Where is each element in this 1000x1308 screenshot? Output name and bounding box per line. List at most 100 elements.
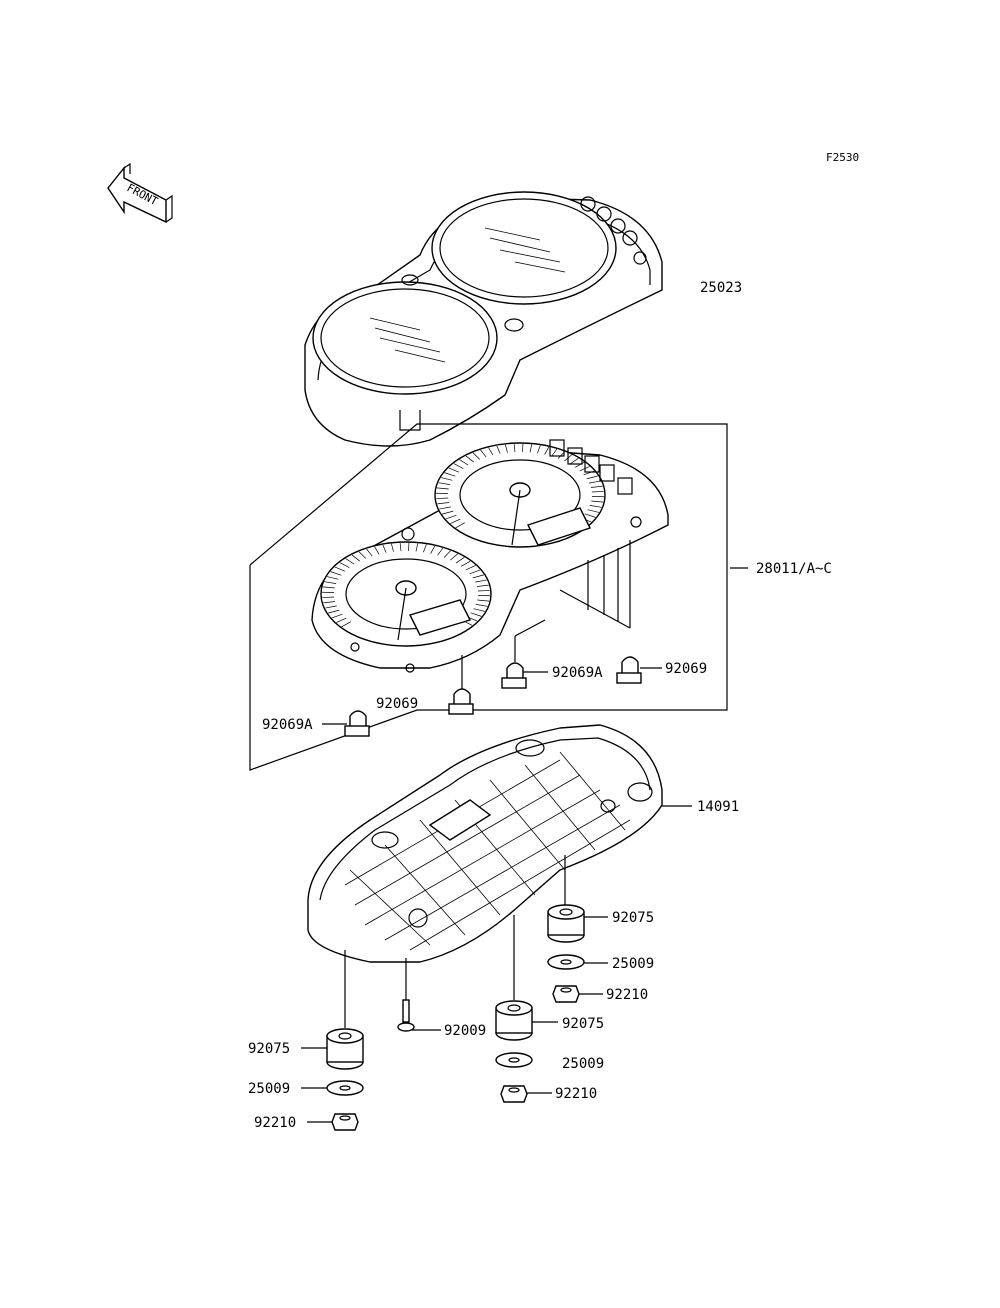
gauge-tick [469, 569, 481, 575]
gauge-tick [477, 599, 490, 602]
meter-case [304, 191, 663, 447]
gauge-tick [391, 543, 394, 552]
gauge-tick [438, 482, 451, 485]
leader-lines [301, 567, 748, 1123]
gauge-tick [591, 491, 604, 493]
label-meter-case: 25023 [700, 280, 742, 296]
gauge-tick [587, 509, 600, 513]
gauge-tick [455, 557, 465, 564]
gauge-tick [460, 560, 471, 567]
gauge-tick [436, 497, 449, 499]
label-nut-center: 92210 [555, 1086, 597, 1102]
gauge-tick [399, 543, 402, 552]
assembly-outline [249, 423, 728, 771]
gauge-tick [430, 545, 436, 554]
gauge-tick [473, 608, 486, 612]
gauge-tick [324, 581, 337, 584]
label-washer-center: 25009 [562, 1056, 604, 1072]
gauge-tick [328, 609, 340, 614]
washer-center [495, 1052, 533, 1068]
bulb-socket-a-left [344, 710, 370, 737]
gauge-tick [445, 514, 457, 520]
gauge-tick [325, 605, 337, 609]
label-damper-center: 92075 [562, 1016, 604, 1032]
gauge-tick [330, 571, 342, 576]
gauge-tick [336, 617, 347, 623]
gauge-tick [465, 455, 474, 463]
label-bulb-right: 92069 [665, 661, 707, 677]
gauge-tick [453, 463, 464, 469]
gauge-tick [437, 547, 444, 556]
label-damper-left: 92075 [248, 1041, 290, 1057]
gauge-tick [437, 502, 450, 505]
gauge-tick [440, 477, 453, 481]
figure-code: F2530 [826, 151, 859, 164]
gauge-tick [513, 444, 516, 453]
gauge-tick [476, 584, 489, 587]
gauge-tick [544, 446, 550, 455]
gauge-tick [472, 452, 480, 460]
gauge-tick [551, 448, 558, 457]
gauge-tick [351, 554, 360, 562]
gauge-tick [574, 461, 585, 468]
gauge-tick [339, 562, 350, 568]
gauge-tick [374, 546, 380, 555]
bulb-socket-a-right [501, 619, 546, 689]
gauge-tick [569, 458, 579, 465]
gauge-tick [475, 579, 487, 583]
bulb-socket-center [448, 655, 474, 715]
nut-right [552, 985, 580, 1003]
label-lower-case: 14091 [697, 799, 739, 815]
lower-case [307, 724, 663, 963]
label-screw: 92009 [444, 1023, 486, 1039]
gauge-tick [415, 543, 419, 552]
gauge-tick [444, 472, 456, 477]
gauge-tick [470, 612, 482, 617]
label-meter-assy: 28011/A~C [756, 561, 832, 577]
damper-left [326, 950, 364, 1070]
gauge-tick [382, 544, 387, 553]
gauge-tick [472, 574, 484, 579]
gauge-tick [323, 601, 336, 604]
gauge-tick [439, 506, 451, 510]
gauge-tick [465, 565, 476, 571]
label-washer-left: 25009 [248, 1081, 290, 1097]
label-nut-left: 92210 [254, 1115, 296, 1131]
gauge-tick [584, 513, 596, 518]
gauge-tick [366, 548, 373, 557]
damper-center [495, 915, 533, 1041]
gauge-tick [322, 586, 335, 589]
washer-left [326, 1080, 364, 1096]
gauge-tick [455, 522, 466, 529]
gauge-tick [589, 505, 602, 508]
gauge-tick [448, 467, 460, 473]
gauge-tick [475, 604, 488, 607]
gauge-tick [505, 444, 508, 453]
gauge-tick [442, 510, 454, 515]
gauge-tick [450, 553, 458, 561]
label-nut-right: 92210 [606, 987, 648, 1003]
gauge-tick [488, 447, 494, 456]
screw [397, 958, 415, 1032]
gauge-tick [341, 621, 352, 628]
gauge-tick [480, 449, 487, 458]
gauge-tick [331, 613, 343, 619]
gauge-tick [459, 459, 469, 466]
gauge-tick [326, 576, 339, 580]
gauge-tick [537, 445, 541, 454]
gauge-tick [423, 544, 427, 553]
gauge-tick [496, 445, 501, 454]
label-washer-right: 25009 [612, 956, 654, 972]
bulb-socket-right [616, 656, 642, 684]
gauge-tick [443, 550, 451, 558]
gauge-tick [591, 500, 604, 503]
front-arrow-icon: FRONT [107, 162, 173, 224]
label-bulb-a-left: 92069A [262, 717, 313, 733]
nut-center [500, 1085, 528, 1103]
gauge-tick [589, 480, 601, 484]
gauge-tick [529, 444, 533, 453]
gauge-tick [334, 566, 346, 572]
gauge-tick [345, 558, 355, 565]
washer-right [547, 954, 585, 970]
